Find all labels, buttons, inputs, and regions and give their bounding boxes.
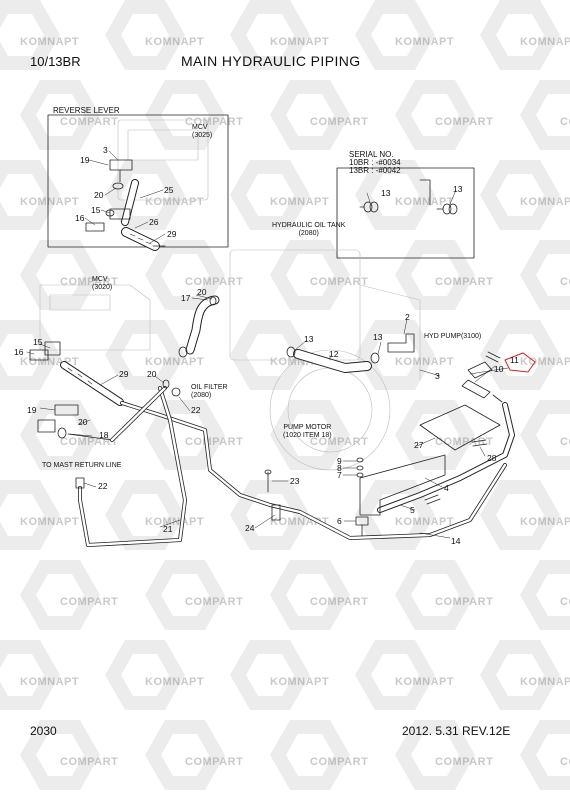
model-code: 10/13BR <box>30 54 81 69</box>
callout-26: 26 <box>149 217 159 227</box>
callout-19: 19 <box>27 405 37 415</box>
page-title: MAIN HYDRAULIC PIPING <box>181 53 361 69</box>
callout-25: 25 <box>164 185 174 195</box>
serial-frame <box>336 167 475 259</box>
label-serial-title: SERIAL NO. <box>349 150 394 159</box>
callout-13: 13 <box>453 184 463 194</box>
callout-2: 2 <box>405 312 410 322</box>
label-oil-filter: OIL FILTER (2080) <box>191 384 228 399</box>
callout-8: 8 <box>337 463 342 473</box>
callout-11: 11 <box>510 355 519 365</box>
callout-29: 29 <box>167 229 177 239</box>
callout-18: 18 <box>99 430 109 440</box>
callout-4: 4 <box>444 483 449 493</box>
callout-3: 3 <box>103 145 108 155</box>
callout-20: 20 <box>94 190 104 200</box>
callout-13: 13 <box>373 332 383 342</box>
callout-3: 3 <box>435 371 440 381</box>
callout-28: 28 <box>487 453 497 463</box>
callout-5: 5 <box>410 505 415 515</box>
callout-21: 21 <box>163 524 173 534</box>
callout-16: 16 <box>75 213 85 223</box>
callout-15: 15 <box>33 337 43 347</box>
callout-15: 15 <box>91 205 101 215</box>
label-pump-motor: PUMP MOTOR (1020 ITEM 18) <box>283 424 332 439</box>
label-serial-10br: 10BR : -#0034 <box>349 158 401 167</box>
label-mast-return: TO MAST RETURN LINE <box>42 462 122 469</box>
callout-20: 20 <box>78 417 88 427</box>
label-reverse-lever: REVERSE LEVER <box>53 106 120 115</box>
callout-17: 17 <box>181 293 191 303</box>
reverse-lever-frame <box>47 114 229 248</box>
page-number: 2030 <box>30 724 57 738</box>
label-serial-13br: 13BR : -#0042 <box>349 166 401 175</box>
label-hyd-pump: HYD PUMP(3100) <box>424 333 482 340</box>
callout-24: 24 <box>245 523 255 533</box>
callout-10: 10 <box>494 364 504 374</box>
label-hydraulic-oil-tank: HYDRAULIC OIL TANK (2080) <box>272 222 346 237</box>
reverse-lever-detail <box>85 159 166 251</box>
callout-16: 16 <box>14 347 24 357</box>
callout-6: 6 <box>337 516 342 526</box>
callout-22: 22 <box>98 481 108 491</box>
callout-14: 14 <box>451 536 461 546</box>
callout-12: 12 <box>329 349 339 359</box>
label-mcv-3020: MCV (3020) <box>92 276 113 291</box>
callout-13: 13 <box>381 188 391 198</box>
revision-date: 2012. 5.31 REV.12E <box>402 724 511 738</box>
callout-20: 20 <box>197 287 207 297</box>
callout-9: 9 <box>337 456 342 466</box>
serial-clamps <box>359 179 458 215</box>
callout-22: 22 <box>191 405 201 415</box>
label-mcv-3025: MCV (3025) <box>192 124 213 139</box>
callout-7: 7 <box>337 470 342 480</box>
callout-23: 23 <box>290 476 300 486</box>
callout-20: 20 <box>147 369 157 379</box>
callout-29: 29 <box>119 369 129 379</box>
callout-19: 19 <box>80 155 90 165</box>
callout-13: 13 <box>304 334 314 344</box>
callout-27: 27 <box>414 440 424 450</box>
